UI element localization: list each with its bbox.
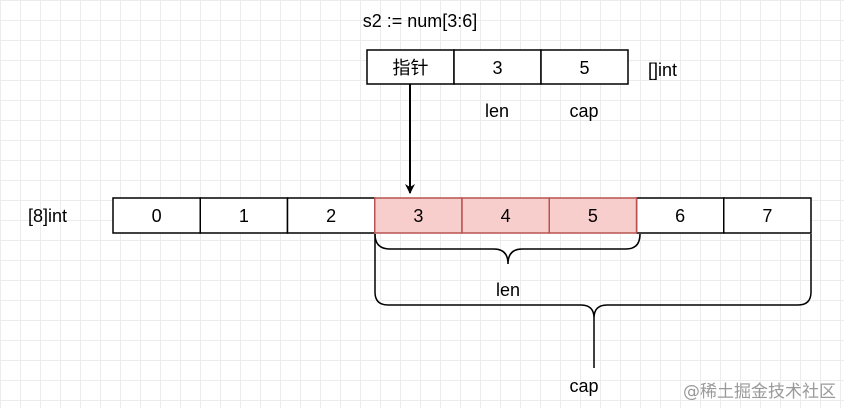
cap-brace-label: cap	[569, 376, 598, 396]
array-cell-5-text: 5	[588, 206, 598, 226]
array-cell-3	[374, 197, 463, 234]
slice-cap-cell-text: 5	[579, 58, 589, 78]
cap-brace	[374, 234, 812, 319]
watermark: @稀土掘金技术社区	[683, 382, 836, 402]
array-cell-4-text: 4	[501, 206, 511, 226]
slice-cap-label: cap	[569, 101, 598, 121]
len-brace-label: len	[496, 280, 520, 300]
slice-type-label: []int	[648, 60, 677, 80]
array-cell-4	[461, 197, 550, 234]
backing-array: 0 1 2 3 4 5 6 7	[112, 197, 812, 234]
slice-len-label: len	[485, 101, 509, 121]
len-brace	[374, 233, 641, 265]
slice-pointer-cell	[366, 49, 455, 85]
array-cell-0-text: 0	[152, 206, 162, 226]
slice-len-cell	[453, 49, 542, 85]
slice-pointer-cell-text: 指针	[393, 58, 429, 78]
array-cell-1-text: 1	[239, 206, 249, 226]
slice-cap-cell	[540, 49, 629, 85]
slice-len-cell-text: 3	[492, 58, 502, 78]
slice-header-struct: 指针 3 5	[366, 49, 629, 85]
slice-expression-title: s2 := num[3:6]	[363, 11, 478, 31]
array-type-label: [8]int	[28, 206, 67, 226]
array-cell-6-text: 6	[675, 206, 685, 226]
array-cell-3-text: 3	[413, 206, 423, 226]
array-cell-7	[723, 197, 812, 234]
array-cell-5	[548, 197, 638, 234]
array-cell-2-text: 2	[326, 206, 336, 226]
array-cell-7-text: 7	[762, 206, 772, 226]
